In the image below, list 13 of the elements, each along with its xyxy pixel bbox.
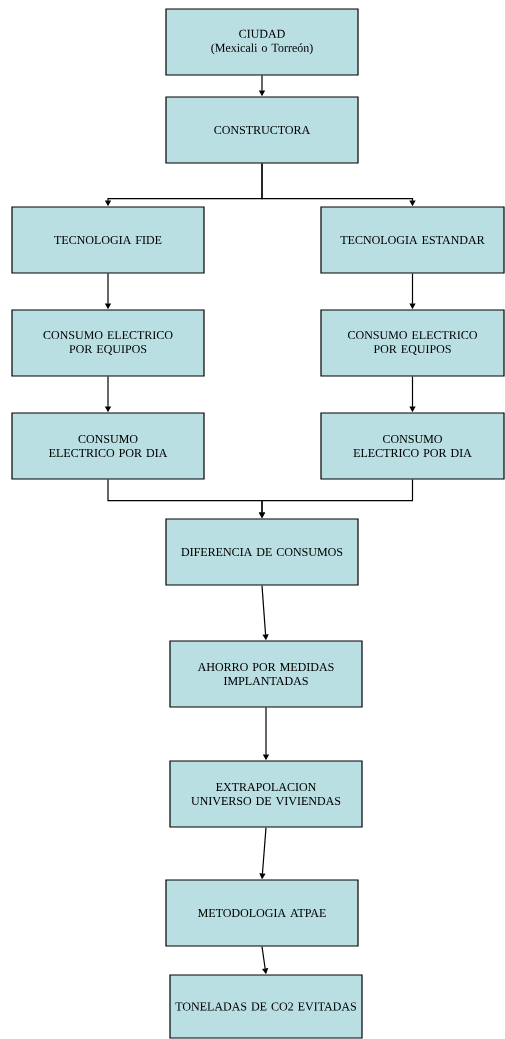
process-box: AHORRO POR MEDIDAS IMPLANTADAS (169, 640, 363, 708)
process-box: TONELADAS DE CO2 EVITADAS (169, 974, 363, 1039)
process-box: CONSUMO ELECTRICO POR DIA (320, 412, 505, 480)
process-box: CIUDAD (Mexicali o Torreón) (165, 8, 359, 76)
process-box: CONSUMO ELECTRICO POR EQUIPOS (11, 309, 205, 377)
process-box: CONSUMO ELECTRICO POR EQUIPOS (320, 309, 505, 377)
process-box: CONSUMO ELECTRICO POR DIA (11, 412, 205, 480)
process-box: EXTRAPOLACION UNIVERSO DE VIVIENDAS (169, 760, 363, 828)
process-box: TECNOLOGIA ESTANDAR (320, 206, 505, 274)
process-box: DIFERENCIA DE CONSUMOS (165, 518, 359, 586)
process-box: TECNOLOGIA FIDE (11, 206, 205, 274)
process-box: METODOLOGIA ATPAE (165, 879, 359, 947)
process-box: CONSTRUCTORA (165, 96, 359, 164)
